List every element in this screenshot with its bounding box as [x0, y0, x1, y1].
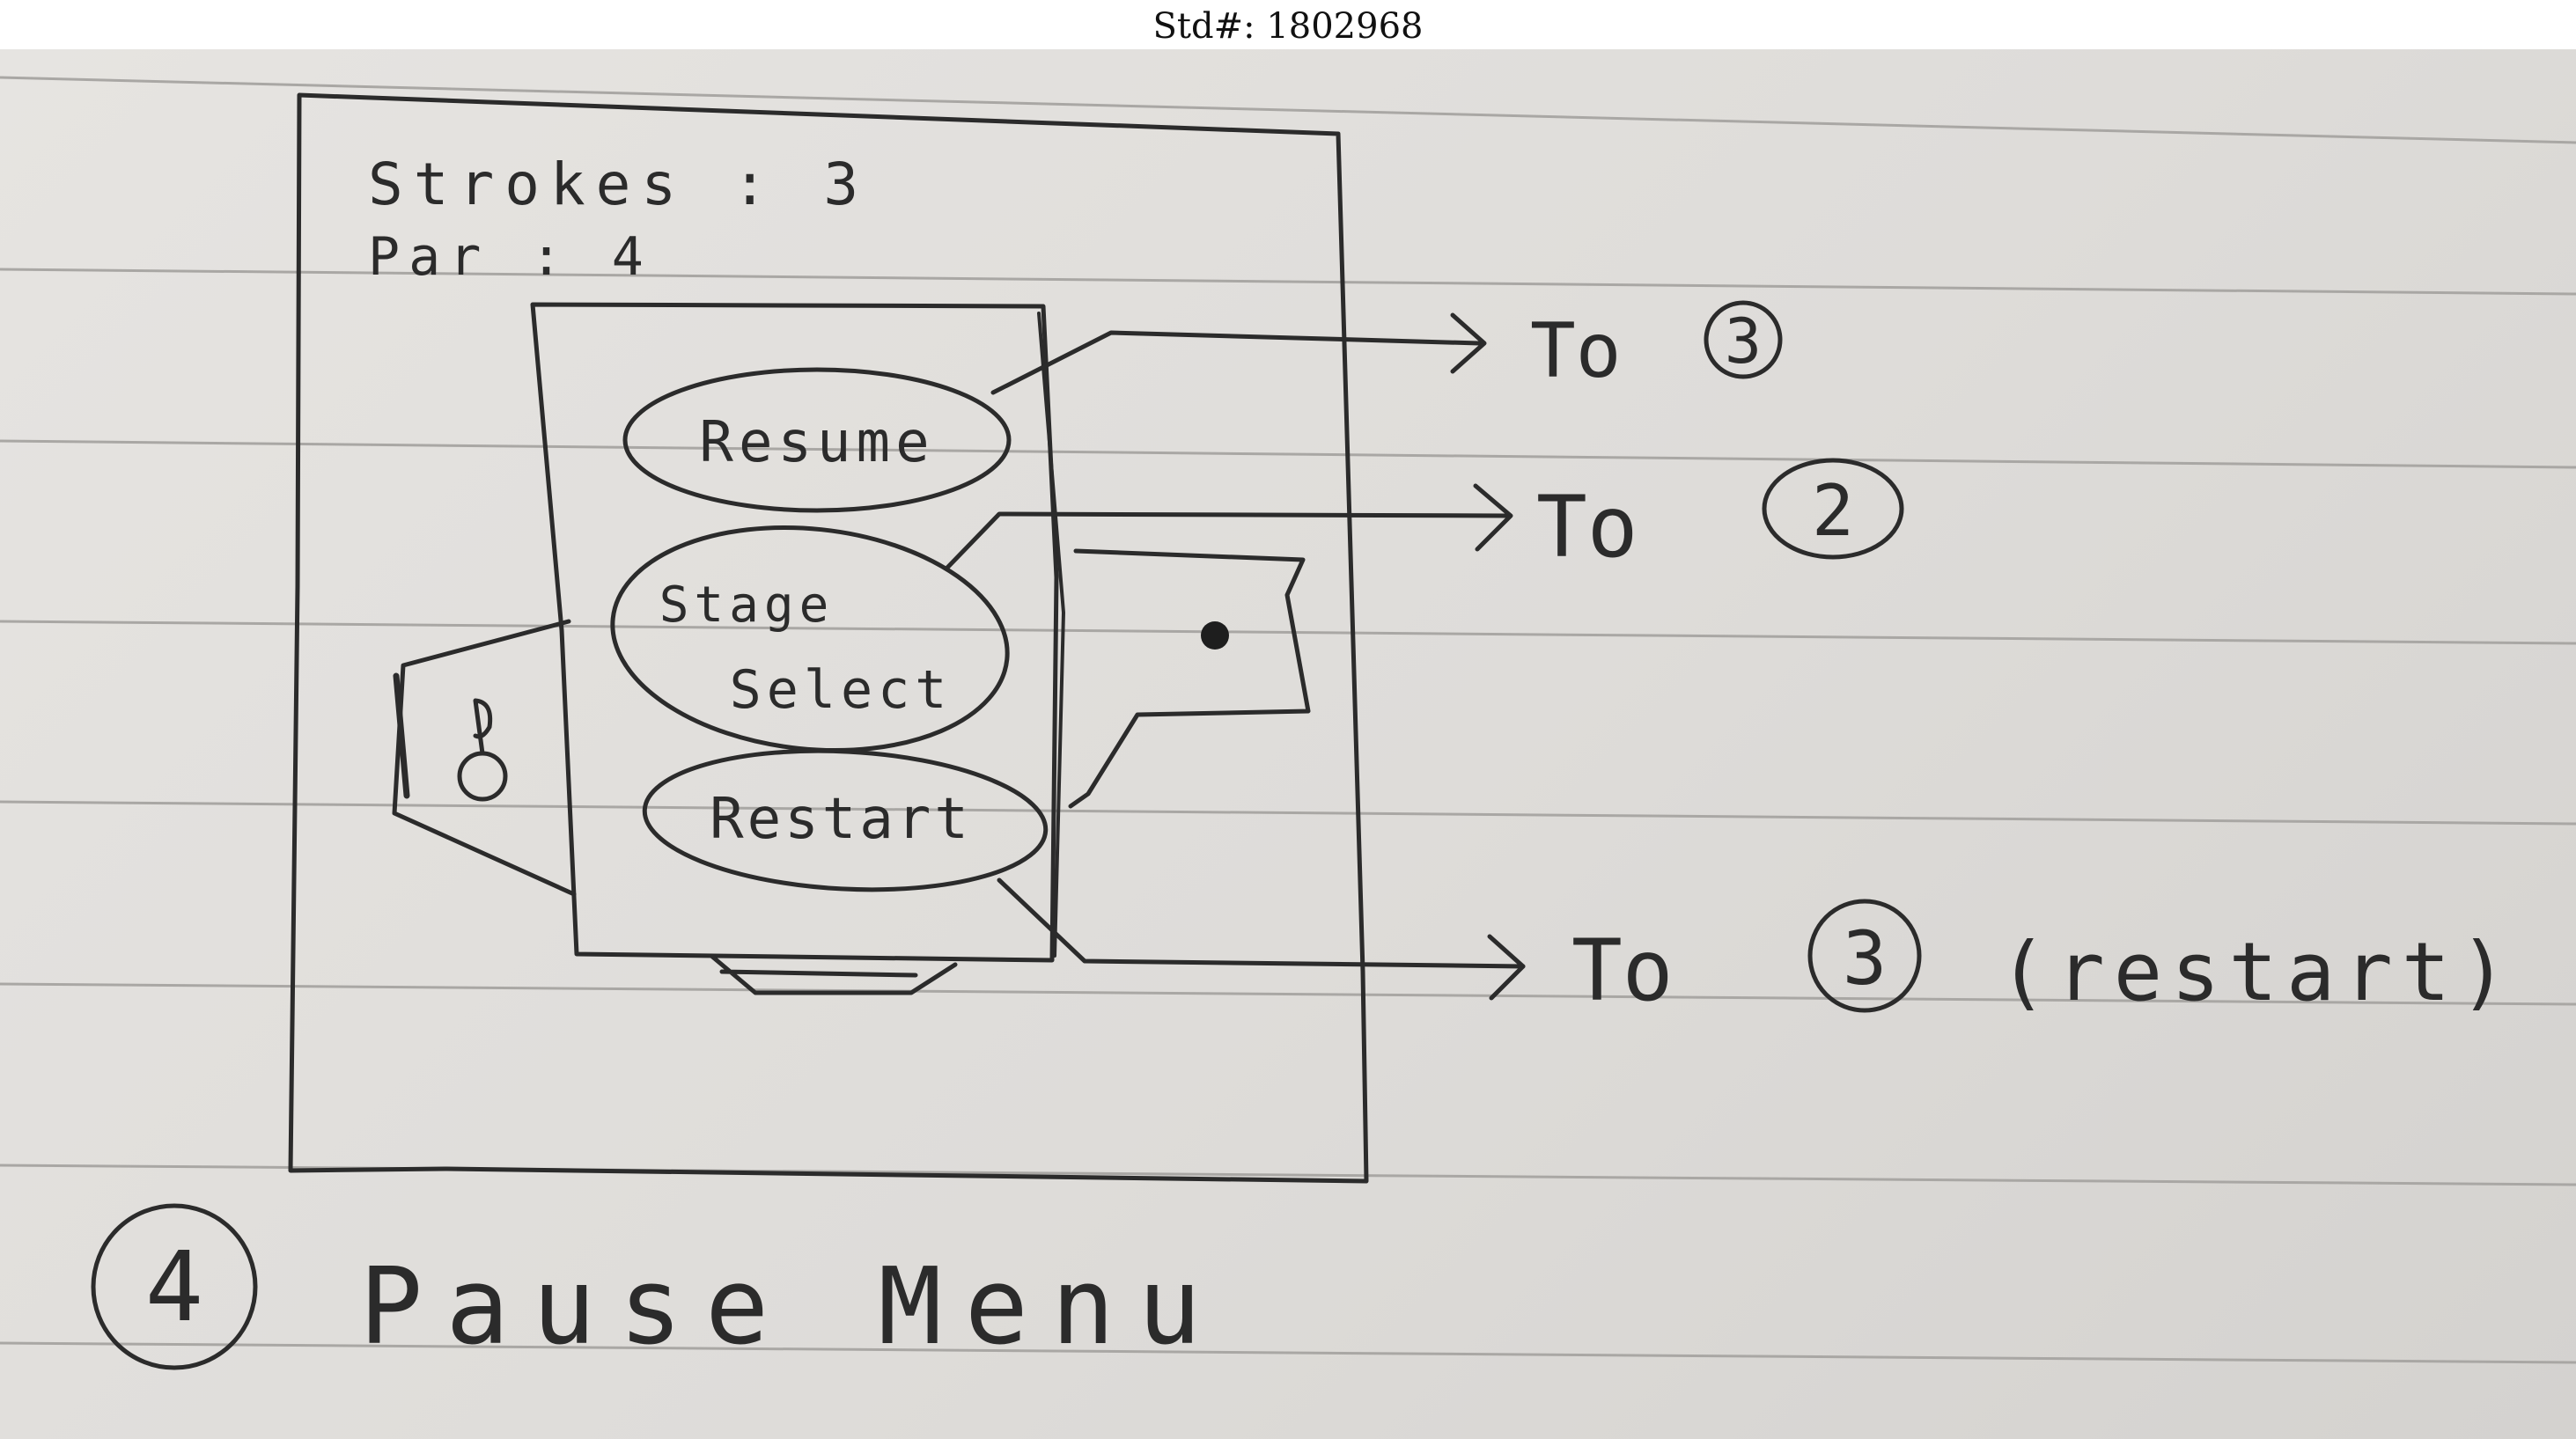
paper-sketch: Strokes : 3 Par : 4 Resume	[0, 49, 2576, 1439]
restart-target-to: To	[1571, 921, 1674, 1020]
hole-flag-icon	[1068, 548, 1311, 809]
stage-select-target-to: To	[1536, 478, 1638, 576]
resume-transition-arrow	[990, 312, 1487, 395]
stage-select-button-label-line1: Stage	[659, 576, 835, 634]
par-label: Par : 4	[368, 226, 652, 288]
stage-select-target-badge: 2	[1762, 458, 1904, 560]
strokes-label: Strokes : 3	[368, 151, 869, 218]
stage-select-transition-arrow	[944, 483, 1513, 571]
pause-menu-bottom-tab	[709, 953, 958, 995]
game-screen-frame	[288, 92, 1369, 1184]
restart-button[interactable]: Restart	[641, 741, 1049, 899]
restart-transition-arrow	[997, 877, 1526, 1001]
resume-button-label: Resume	[699, 410, 934, 475]
std-number-header: Std#: 1802968	[0, 0, 2576, 49]
resume-target-number: 3	[1725, 305, 1762, 378]
resume-target-badge: 3	[1704, 300, 1783, 379]
stage-select-target-number: 2	[1812, 470, 1854, 552]
resume-target-to: To	[1530, 307, 1622, 395]
stage-select-button[interactable]: Stage Select	[601, 509, 1019, 769]
restart-target-number: 3	[1843, 915, 1888, 1002]
caption-title: Pause Menu	[359, 1246, 1224, 1369]
pause-menu-panel	[530, 302, 1059, 963]
caption-number-badge: 4	[91, 1203, 258, 1370]
restart-target-note: (restart)	[1998, 925, 2517, 1019]
restart-target-badge: 3	[1807, 899, 1922, 1013]
golf-ball-on-tee-icon	[392, 619, 577, 897]
pause-menu-panel-inner-edge	[1037, 312, 1065, 958]
caption-number: 4	[145, 1230, 203, 1343]
sketch-canvas: Strokes : 3 Par : 4 Resume	[0, 76, 2576, 1370]
stage-select-button-label-line2: Select	[730, 659, 953, 721]
resume-button[interactable]: Resume	[622, 367, 1012, 513]
restart-button-label: Restart	[710, 787, 972, 852]
